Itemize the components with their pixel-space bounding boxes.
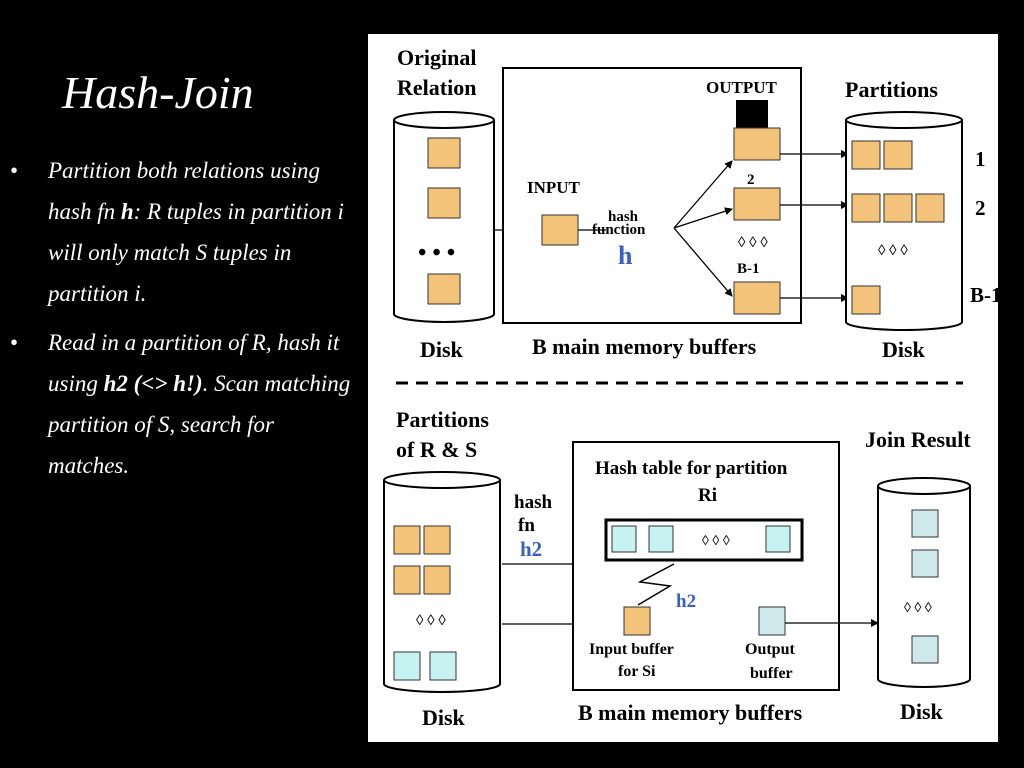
partitions-rs-label-1: Partitions — [396, 407, 489, 432]
bullet-list: • Partition both relations using hash fn… — [10, 150, 360, 494]
partitions-label: Partitions — [845, 77, 938, 102]
page-block — [427, 187, 461, 219]
bullet-mark: • — [10, 158, 19, 183]
partition-block-s — [429, 651, 457, 681]
fan-arrow — [673, 227, 733, 297]
output-buffer-1 — [733, 127, 781, 161]
page-block — [427, 273, 461, 305]
ellipsis-dots: • • • — [418, 240, 455, 266]
top-right-disk-label: Disk — [882, 337, 926, 362]
partition-number-b1: B-1 — [970, 283, 998, 307]
input-label: INPUT — [527, 178, 581, 197]
partition-block — [393, 525, 421, 555]
probe-zigzag — [637, 563, 675, 606]
bullet-1-text-a: Partition both relations using hash fn — [48, 158, 320, 224]
bottom-left-disk-label: Disk — [422, 705, 466, 730]
output-black-block — [736, 100, 768, 128]
top-left-disk-label: Disk — [420, 337, 464, 362]
h2-probe-label: h2 — [676, 591, 696, 612]
input-buffer-si — [623, 606, 651, 636]
ellipsis-dots: ◊ ◊ ◊ — [904, 601, 932, 616]
hash-fn-label-1: hash — [514, 492, 552, 513]
top-buffers-label: B main memory buffers — [532, 334, 757, 359]
partition-number-1: 1 — [975, 147, 986, 171]
buffer-b1-label: B-1 — [737, 261, 760, 277]
hash-table-slot — [611, 525, 637, 553]
h2-label: h2 — [520, 537, 542, 561]
output-buffer-label-1: Output — [745, 641, 795, 658]
page-block — [427, 137, 461, 169]
partitions-rs-label-2: of R & S — [396, 437, 477, 462]
bullet-item-2: • Read in a partition of R, hash it usin… — [10, 322, 360, 486]
buffer-2-label: 2 — [747, 172, 755, 188]
partition-block — [393, 565, 421, 595]
hash-table-label-1: Hash table for partition — [595, 458, 788, 479]
bottom-right-disk-label: Disk — [900, 699, 944, 724]
bullet-item-1: • Partition both relations using hash fn… — [10, 150, 360, 314]
result-block — [911, 635, 939, 664]
bullet-1-emphasis: h — [120, 199, 134, 224]
original-relation-label-2: Relation — [397, 75, 476, 100]
bullet-2-text-a: Read in a partition of R, hash it using — [48, 330, 340, 396]
partition-block — [851, 285, 881, 315]
hash-label: hash — [608, 209, 639, 225]
ellipsis-dots: ◊ ◊ ◊ — [878, 243, 908, 259]
diagram-panel: Original Relation • • • Disk INPUT hash … — [368, 34, 998, 742]
output-buffer-2 — [733, 187, 781, 221]
partition-block — [851, 140, 881, 170]
hash-table-slot — [648, 525, 674, 553]
result-block — [911, 549, 939, 578]
bottom-memory-box — [572, 441, 840, 691]
hash-table-slot — [765, 525, 791, 553]
partition-block — [851, 193, 881, 223]
partition-block — [883, 193, 913, 223]
bottom-right-disk-cylinder — [877, 477, 971, 688]
partition-block — [883, 140, 913, 170]
partition-number-2: 2 — [975, 196, 986, 220]
ellipsis-dots: ◊ ◊ ◊ — [416, 613, 446, 629]
ellipsis-dots: ◊ ◊ ◊ — [738, 235, 768, 251]
bottom-buffers-label: B main memory buffers — [578, 700, 803, 725]
bullet-2-emphasis: h2 (<> h!) — [103, 371, 203, 396]
input-buffer — [541, 214, 579, 246]
bullet-2-text-b: . Scan matching partition of S, search f… — [48, 371, 351, 478]
input-buffer-label-2: for Si — [618, 663, 656, 680]
slide-title: Hash-Join — [62, 67, 254, 118]
result-block — [911, 509, 939, 538]
ellipsis-dots: ◊ ◊ ◊ — [702, 534, 730, 549]
top-right-disk-cylinder — [845, 111, 963, 331]
output-buffer — [758, 606, 786, 636]
hash-fn-label-2: fn — [518, 515, 535, 536]
hash-join-diagram: Original Relation • • • Disk INPUT hash … — [383, 45, 998, 730]
fan-arrow — [673, 160, 733, 229]
bullet-1-text-b: : R tuples in partition i will only matc… — [48, 199, 344, 306]
bullet-mark: • — [10, 330, 19, 355]
function-label: function — [592, 222, 646, 238]
partition-block — [915, 193, 945, 223]
partition-block-s — [393, 651, 421, 681]
output-buffer-b1 — [733, 281, 781, 315]
partition-block — [423, 525, 451, 555]
input-buffer-label-1: Input buffer — [589, 641, 674, 658]
top-left-disk-cylinder — [393, 111, 495, 323]
h-label: h — [618, 241, 633, 270]
join-result-label: Join Result — [865, 427, 971, 452]
original-relation-label-1: Original — [397, 45, 476, 70]
fan-arrow — [673, 207, 733, 229]
output-label: OUTPUT — [706, 78, 778, 97]
partition-block — [423, 565, 451, 595]
output-buffer-label-2: buffer — [750, 665, 793, 682]
hash-table-label-2: Ri — [698, 485, 717, 506]
